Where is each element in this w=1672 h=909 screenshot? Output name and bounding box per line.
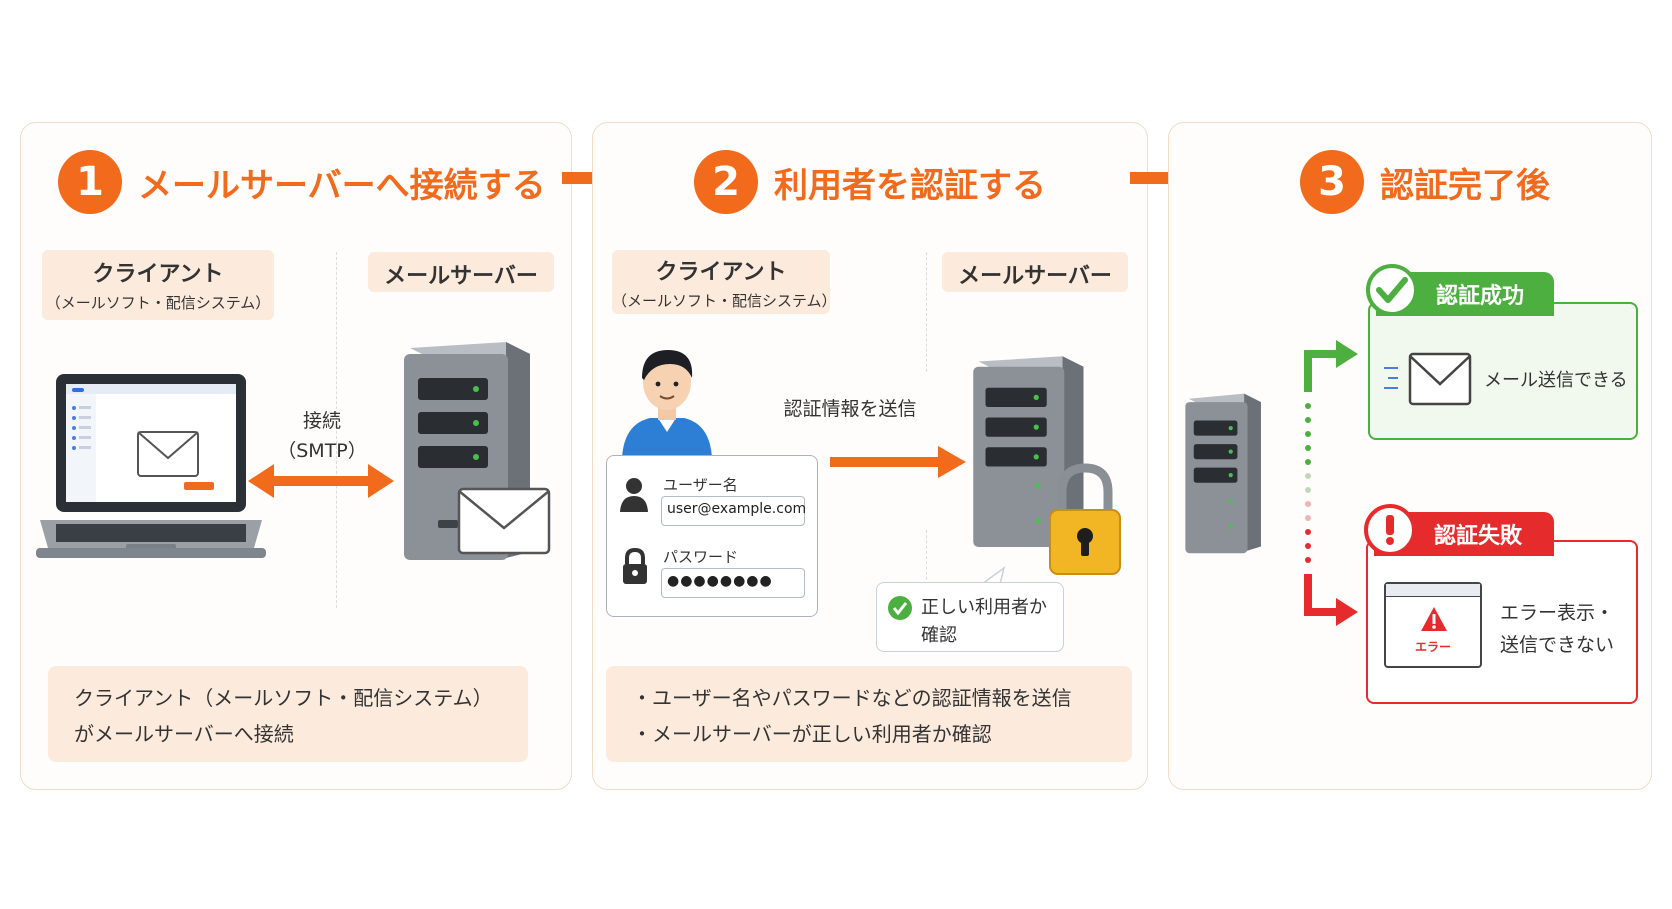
lock-icon [623,548,647,584]
exclamation-mark-icon [1386,515,1394,545]
server-label-1: メールサーバー [368,252,554,292]
step-3-number: 3 [1300,150,1364,214]
user-icon [620,478,648,512]
step-2-title: 利用者を認証する [774,165,1046,206]
client-label-subtitle: （メールソフト・配信システム） [612,292,837,310]
step-3-header: 3 認証完了後 [1300,150,1550,214]
check-circle-icon [888,596,912,620]
failure-label: 認証失敗 [1434,524,1523,549]
exclamation-icon [1364,504,1416,556]
client-label-subtitle: （メールソフト・配信システム） [45,294,271,312]
verify-bubble: 正しい利用者か 確認 [876,582,1064,652]
step-2-divider [926,252,927,372]
step-2-description: ・ユーザー名やパスワードなどの認証情報を送信 ・メールサーバーが正しい利用者か確… [606,666,1132,762]
connection-arrow-icon [248,464,394,498]
user-avatar-icon [622,350,712,458]
step-1-number: 1 [58,150,122,214]
username-label: ユーザー名 [663,476,738,494]
check-icon [1366,264,1418,316]
client-label-title: クライアント [92,262,224,287]
envelope-icon [1384,352,1472,406]
warning-icon [1421,607,1447,631]
step-2-description-line: ・ユーザー名やパスワードなどの認証情報を送信 [632,686,1072,710]
success-text: メール送信できる [1484,370,1628,391]
client-label-title: クライアント [655,260,787,285]
step-1-title: メールサーバーへ接続する [138,165,546,206]
client-label-1: クライアント （メールソフト・配信システム） [42,250,274,320]
step-1-description-line: クライアント（メールソフト・配信システム） [74,686,493,710]
padlock-icon [1049,463,1121,575]
password-label: パスワード [663,548,739,566]
checkmark-icon [1376,277,1408,303]
success-label: 認証成功 [1436,284,1525,309]
failure-text-line: エラー表示・ [1500,602,1615,624]
error-window-titlebar [1386,584,1480,597]
laptop-icon [36,374,266,558]
server-icon [973,356,1084,547]
send-arrow-icon [830,446,966,478]
step-2-description-line: ・メールサーバーが正しい利用者か確認 [632,722,992,746]
server-label-title: メールサーバー [958,264,1112,289]
username-field[interactable]: user@example.com [661,496,806,526]
server-label-2: メールサーバー [942,252,1128,292]
failure-text-line: 送信できない [1500,634,1615,656]
client-label-2: クライアント （メールソフト・配信システム） [612,250,837,314]
server-icon [1185,393,1261,554]
connection-protocol: （SMTP） [277,440,367,462]
login-form-card: ユーザー名 user@example.com パスワード ●●●●●●●● [606,455,818,617]
password-field[interactable]: ●●●●●●●● [661,568,805,598]
step-1-description-line: がメールサーバーへ接続 [74,722,294,746]
connection-label: 接続 [302,410,341,432]
step-2-number: 2 [694,150,758,214]
error-window-label: エラー [1414,640,1451,654]
step-2-divider [926,530,927,580]
step-1-header: 1 メールサーバーへ接続する [58,150,546,214]
envelope-icon [457,487,551,555]
step-1-divider [336,252,337,608]
branch-connector [1304,340,1358,626]
step-1-description: クライアント（メールソフト・配信システム） がメールサーバーへ接続 [48,666,528,762]
error-window: エラー [1384,582,1482,668]
send-credentials-label: 認証情報を送信 [783,398,917,420]
step-3-title: 認証完了後 [1380,165,1550,206]
verify-text-line: 正しい利用者か [921,597,1047,618]
verify-text-line: 確認 [921,625,957,646]
server-label-title: メールサーバー [384,264,538,289]
step-2-header: 2 利用者を認証する [694,150,1046,214]
